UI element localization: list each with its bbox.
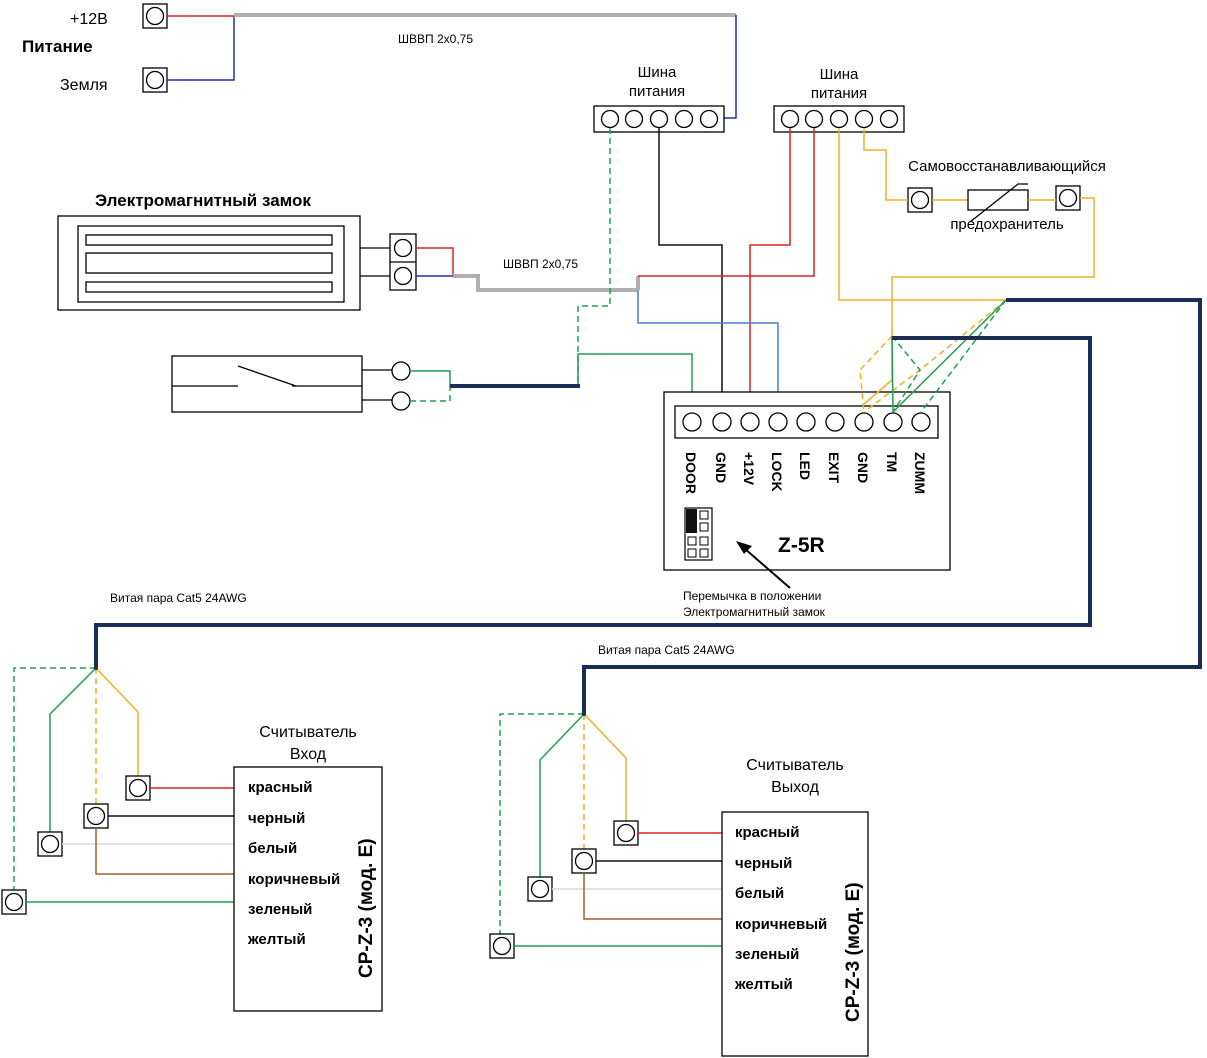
reader-in-terminal-3 [37, 831, 63, 857]
reader-out-terminal-4 [489, 933, 515, 959]
terminal-gnd-1: GND [713, 452, 729, 483]
controller-name: Z-5R [778, 534, 825, 557]
ground-terminal [142, 67, 168, 93]
reader-in-title-line2: Вход [290, 746, 327, 763]
reader-out-wire-1: красный [735, 824, 799, 841]
fuse-terminal-right [1055, 185, 1081, 211]
fuse: Самовосстанавливающийся предохранитель [907, 158, 1106, 233]
fuse-label-line1: Самовосстанавливающийся [908, 158, 1106, 175]
twisted-pair-label-2: Витая пара Cat5 24AWG [598, 643, 735, 657]
power-bus-1: Шина питания [593, 64, 725, 133]
reader-in-wire-4: коричневый [248, 871, 340, 888]
power-title: Питание [22, 37, 93, 56]
terminal-exit: EXIT [826, 452, 842, 484]
reader-out-wire-4: коричневый [735, 916, 827, 933]
fuse-terminal-left [907, 187, 933, 213]
bus2-label-line1: Шина [820, 66, 859, 83]
cable-label-1: ШВВП 2х0,75 [398, 32, 473, 46]
terminal-tm: TM [884, 452, 900, 472]
reader-in-wire-3: белый [248, 840, 297, 857]
terminal-led: LED [797, 452, 813, 480]
reader-out-terminal-2 [571, 848, 597, 874]
reader-in-model: CP-Z-3 (мод. Е) [356, 838, 377, 978]
power-section: +12В Питание Земля ШВВП 2х0,75 [22, 3, 737, 119]
plus12-label: +12В [70, 11, 108, 28]
reader-out-wire-6: желтый [734, 976, 793, 993]
reader-in-terminal-2 [83, 803, 109, 829]
bus1-label-line2: питания [629, 83, 685, 100]
jumper-block [684, 507, 713, 561]
cable-label-2: ШВВП 2х0,75 [503, 257, 578, 271]
terminal-zumm: ZUMM [912, 452, 928, 494]
lock-title: Электромагнитный замок [95, 191, 311, 210]
power-bus-2: Шина питания [773, 66, 905, 133]
door-sensor [171, 355, 451, 413]
reader-out-title-line2: Выход [771, 779, 820, 796]
ground-label: Земля [60, 77, 108, 94]
fuse-label-line2: предохранитель [950, 216, 1064, 233]
terminal-12v: +12V [741, 452, 757, 486]
reader-in-terminal-4 [1, 889, 27, 915]
reader-in-wire-5: зеленый [248, 901, 312, 918]
reader-in-terminal-1 [125, 775, 151, 801]
reader-exit: Считыватель Выход красный черный белый к… [489, 713, 869, 1057]
terminal-lock: LOCK [769, 452, 785, 492]
bus1-label-line1: Шина [638, 64, 677, 81]
terminal-gnd-2: GND [855, 452, 871, 483]
controller-z5r: DOOR GND +12V LOCK LED EXIT GND TM ZUMM … [663, 391, 951, 571]
reader-out-terminal-3 [527, 876, 553, 902]
terminal-door: DOOR [683, 452, 699, 494]
reader-out-wire-3: белый [735, 885, 784, 902]
reader-out-model: CP-Z-3 (мод. Е) [843, 882, 864, 1022]
reader-out-wire-5: зеленый [735, 946, 799, 963]
reader-in-title-line1: Считыватель [259, 724, 357, 741]
reader-in-wire-2: черный [248, 810, 305, 827]
plus12-terminal [142, 3, 168, 29]
reader-entry: Считыватель Вход красный черный белый ко… [1, 667, 383, 1012]
jumper-note-line1: Перемычка в положении [683, 589, 821, 603]
reader-out-terminal-1 [613, 820, 639, 846]
electromagnetic-lock: Электромагнитный замок [57, 191, 454, 311]
reader-out-title-line1: Считыватель [746, 757, 844, 774]
bus2-label-line2: питания [811, 85, 867, 102]
reader-out-wire-2: черный [735, 855, 792, 872]
reader-in-wire-1: красный [248, 779, 312, 796]
jumper-note-line2: Электромагнитный замок [683, 605, 826, 619]
reader-in-wire-6: желтый [247, 931, 306, 948]
twisted-pair-label-1: Витая пара Cat5 24AWG [110, 591, 247, 605]
